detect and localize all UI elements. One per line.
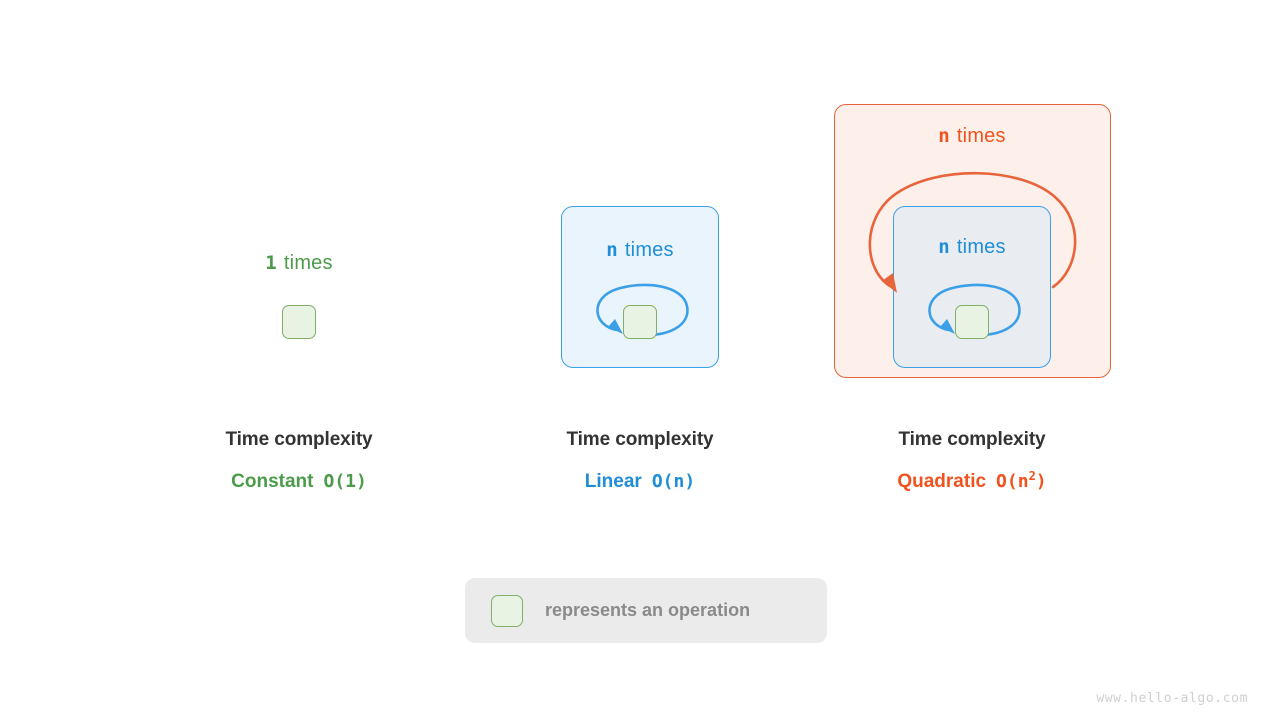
big-o-notation: O(n2) bbox=[996, 469, 1047, 492]
constant-loop-count: 1 bbox=[265, 252, 277, 274]
linear-loop-word: times bbox=[624, 239, 674, 261]
caption-title: Time complexity bbox=[566, 429, 714, 450]
caption-quadratic: Time complexity Quadratic O(n2) bbox=[812, 429, 1132, 493]
caption-constant: Time complexity Constant O(1) bbox=[139, 429, 459, 493]
big-o-notation: O(n) bbox=[651, 471, 696, 492]
constant-times-label: 1 times bbox=[139, 252, 459, 275]
linear-loop-count: n bbox=[606, 239, 618, 261]
operation-square bbox=[623, 305, 657, 339]
linear-loop-box bbox=[561, 206, 719, 368]
caption-value: Constant O(1) bbox=[139, 471, 459, 493]
quadratic-outer-loop-arrow-icon bbox=[868, 171, 1077, 293]
caption-linear: Time complexity Linear O(n) bbox=[480, 429, 800, 493]
quadratic-outer-loop-count: n bbox=[938, 125, 950, 147]
quadratic-inner-loop-count: n bbox=[938, 236, 950, 258]
legend-operation-swatch bbox=[491, 594, 523, 627]
operation-square bbox=[282, 305, 316, 339]
caption-value: Linear O(n) bbox=[480, 471, 800, 493]
complexity-name: Constant bbox=[231, 471, 314, 492]
legend: represents an operation bbox=[465, 578, 827, 643]
big-o-notation: O(1) bbox=[323, 471, 367, 492]
complexity-name: Linear bbox=[584, 471, 642, 492]
caption-title: Time complexity bbox=[898, 429, 1046, 450]
quadratic-outer-loop-word: times bbox=[956, 125, 1006, 147]
big-o-base: O(n bbox=[996, 471, 1029, 492]
caption-value: Quadratic O(n2) bbox=[812, 469, 1132, 493]
legend-label: represents an operation bbox=[545, 600, 751, 620]
operation-square bbox=[955, 305, 989, 339]
watermark: www.hello-algo.com bbox=[1096, 691, 1248, 706]
quadratic-inner-loop-box bbox=[893, 206, 1051, 368]
big-o-exponent: 2 bbox=[1028, 469, 1036, 483]
panel-constant: 1 times bbox=[0, 0, 600, 400]
quadratic-inner-loop-arrow-icon bbox=[928, 283, 1021, 337]
caption-title: Time complexity bbox=[225, 429, 373, 450]
complexity-name: Quadratic bbox=[897, 471, 987, 492]
big-o-tail: ) bbox=[1035, 471, 1047, 492]
quadratic-inner-loop-word: times bbox=[956, 236, 1006, 258]
constant-loop-word: times bbox=[283, 252, 333, 274]
linear-loop-arrow-icon bbox=[596, 283, 689, 337]
